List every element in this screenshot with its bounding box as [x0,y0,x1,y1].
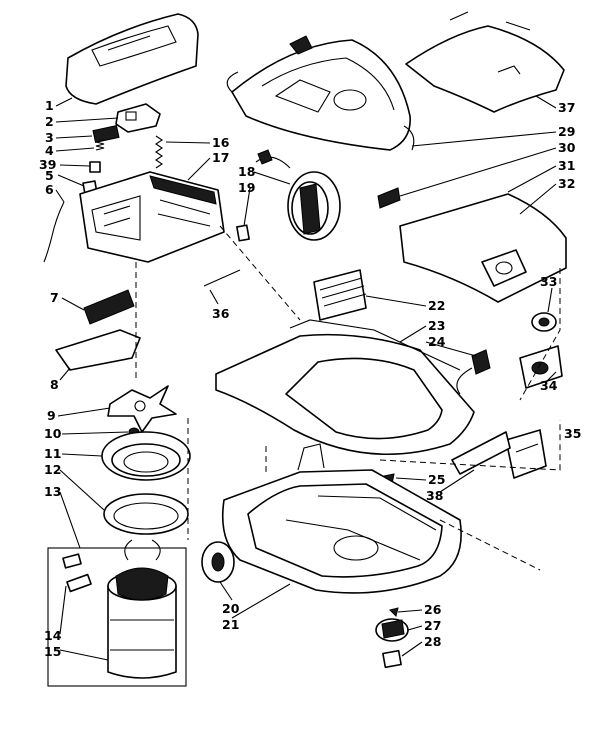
callout-13: 13 [44,484,61,499]
bracket-plate-part [55,329,141,371]
callout-26: 26 [424,602,442,617]
callout-5: 5 [45,168,54,183]
callout-3: 3 [45,130,54,145]
callout-10: 10 [44,426,62,441]
callout-32: 32 [558,176,575,191]
motor-assembly-box [47,547,187,687]
callout-17: 17 [212,150,229,165]
bag-frame-part [215,319,475,456]
fan-housing-part [101,431,191,481]
callout-28: 28 [424,634,441,649]
wheel-20-part [201,541,235,583]
callout-27: 27 [424,618,441,633]
wheel-33-part [531,312,557,332]
callout-35: 35 [564,426,581,441]
caster-27-part [375,618,409,642]
dust-bag-part [399,193,567,303]
callout-19: 19 [238,180,255,195]
lamp-19-part [236,224,250,242]
base-housing-part [221,443,462,594]
spring-16-part [155,135,163,169]
wheel-bracket-34-part [519,345,563,389]
fan-part [107,385,177,433]
callout-leader-lines [55,95,557,661]
callout-6: 6 [45,182,54,197]
filter-pad-part [83,289,135,325]
cord-reel-part [255,149,341,241]
upper-housing-part [226,35,415,151]
callout-18: 18 [238,164,255,179]
small-spring-part [95,139,105,151]
callout-25: 25 [428,472,445,487]
top-lid-part [405,11,565,113]
callout-2: 2 [45,114,54,129]
switch-24-part [456,349,491,395]
screw-26-part [389,607,399,617]
callout-24: 24 [428,334,446,349]
callout-11: 11 [44,446,61,461]
bumper-38-part [451,431,511,475]
motor-brush-parts [62,553,92,593]
callout-34: 34 [540,378,558,393]
callout-labels: 1 2 3 4 39 5 6 7 8 9 10 11 12 13 14 15 1… [39,98,581,659]
callout-22: 22 [428,298,445,313]
callout-33: 33 [540,274,557,289]
callout-12: 12 [44,462,61,477]
callout-39: 39 [39,157,56,172]
caster-wheel-28-part [382,649,402,669]
callout-15: 15 [44,644,61,659]
callout-30: 30 [558,140,576,155]
callout-23: 23 [428,318,445,333]
gasket-part [103,493,189,535]
shaft-36-part [203,269,241,287]
callout-38: 38 [426,488,443,503]
latch-bracket-part [115,103,161,133]
top-cover-part [65,13,199,105]
assembly-guide-lines [135,225,561,571]
callout-9: 9 [47,408,56,423]
latch-spring-block-part [92,125,120,143]
callout-20: 20 [222,601,240,616]
handle-housing-part [79,171,225,263]
callout-36: 36 [212,306,230,321]
callout-21: 21 [222,617,239,632]
callout-31: 31 [558,158,575,173]
clip-30-part [377,187,401,209]
clip-39-part [89,161,101,173]
callout-4: 4 [45,143,54,158]
callout-7: 7 [50,290,59,305]
callout-29: 29 [558,124,575,139]
callout-16: 16 [212,135,230,150]
exhaust-grille-part [313,269,367,321]
callout-8: 8 [50,377,59,392]
callout-1: 1 [45,98,54,113]
motor-part [107,539,177,679]
callout-14: 14 [44,628,62,643]
latch-35-part [505,429,547,479]
callout-37: 37 [558,100,575,115]
wire-6-part [43,201,65,263]
